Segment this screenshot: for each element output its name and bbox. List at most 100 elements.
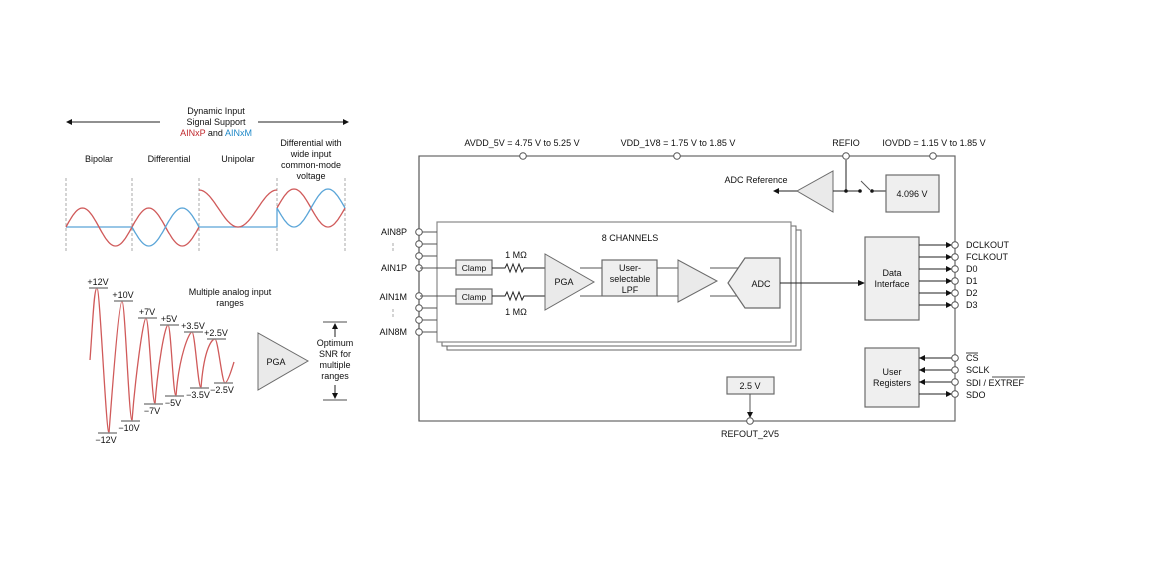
legend-ainxp: AINxP [180, 128, 206, 138]
adc-out-arrowhead-icon [858, 280, 865, 286]
data-output-pin[interactable] [951, 277, 959, 285]
iovdd-pin[interactable] [929, 152, 937, 160]
output-arrowhead-icon [946, 266, 952, 272]
output-arrowhead-icon [946, 302, 952, 308]
refout-voltage-label: 2.5 V [739, 381, 760, 391]
mode-bipolar: Bipolar [85, 154, 113, 164]
bipolar-ainxp [65, 207, 133, 247]
mode-differential: Differential [148, 154, 191, 164]
range-sine [89, 287, 235, 434]
clamp-p-label: Clamp [462, 263, 487, 273]
dynamic-input-panel: Dynamic Input Signal Support AINxP and A… [65, 106, 354, 445]
input-pin[interactable] [415, 316, 423, 324]
mode-diff-cm-line4: voltage [296, 171, 325, 181]
channels-label: 8 CHANNELS [602, 233, 659, 243]
output-arrowhead-icon [946, 254, 952, 260]
serial-arrowhead-icon [919, 367, 925, 373]
user-registers-line1: User [882, 367, 901, 377]
data-output-label: D0 [966, 264, 978, 274]
range-waveform: +12V−12V+10V−10V+7V−7V+5V−5V+3.5V−3.5V+2… [87, 277, 235, 445]
data-output-pin[interactable] [951, 265, 959, 273]
unipolar-ainxm [199, 208, 278, 228]
ref-switch [860, 180, 871, 191]
pga-triangle [544, 253, 596, 311]
input-pins [415, 156, 437, 421]
differential-ainxm [131, 207, 200, 247]
pga-label-left: PGA [266, 357, 285, 367]
input-pin[interactable] [415, 328, 423, 336]
sdo-label: SDO [966, 390, 986, 400]
serial-arrowhead-icon [919, 355, 925, 361]
output-arrowhead-icon [946, 242, 952, 248]
junction-dot [844, 189, 848, 193]
resistor-p [492, 262, 545, 274]
input-pin[interactable] [415, 304, 423, 312]
cs-label: CS [966, 353, 979, 363]
serial-pin[interactable] [951, 390, 959, 398]
mode-waveforms [65, 188, 346, 247]
vdd-pin[interactable] [673, 152, 681, 160]
refout-pin[interactable] [746, 417, 754, 425]
lpf-line1: User- [619, 263, 641, 273]
snr-line4: ranges [321, 371, 349, 381]
sdi-label: SDI / EXTREF [966, 378, 1025, 388]
range-neg-label: −12V [95, 435, 116, 445]
adc-reference-label: ADC Reference [724, 175, 787, 185]
ain1p-label: AIN1P [381, 263, 407, 273]
serial-pin[interactable] [951, 366, 959, 374]
right-arrowhead-icon [343, 119, 349, 125]
data-output-label: D1 [966, 276, 978, 286]
range-neg-label: −3.5V [186, 390, 210, 400]
diff-cm-ainxm [276, 188, 346, 228]
sclk-label: SCLK [966, 365, 990, 375]
snr-line1: Optimum [317, 338, 354, 348]
data-output-pin[interactable] [951, 253, 959, 261]
range-pos-label: +5V [161, 314, 177, 324]
reference-buffer [795, 170, 834, 213]
input-pin[interactable] [415, 240, 423, 248]
snr-line3: multiple [319, 360, 350, 370]
refio-label: REFIO [832, 138, 860, 148]
iovdd-label: IOVDD = 1.15 V to 1.85 V [882, 138, 985, 148]
serial-arrowhead-icon [946, 391, 952, 397]
range-pos-label: +7V [139, 307, 155, 317]
lpf-line2: selectable [610, 274, 651, 284]
extref-text: EXTREF [989, 378, 1025, 388]
data-output-label: FCLKOUT [966, 252, 1009, 262]
ref-voltage-label: 4.096 V [896, 189, 927, 199]
ref-4v096-box [885, 174, 940, 213]
resistor-p-label: 1 MΩ [505, 250, 527, 260]
data-output-pin[interactable] [951, 241, 959, 249]
input-pin[interactable] [415, 228, 423, 236]
unipolar-ainxp [198, 189, 278, 228]
ain1m-label: AIN1M [379, 292, 407, 302]
data-output-label: DCLKOUT [966, 240, 1010, 250]
serial-pin[interactable] [951, 378, 959, 386]
serial-interface [919, 354, 959, 398]
resistor-m [492, 290, 545, 302]
refio-pin[interactable] [842, 152, 850, 160]
serial-pin[interactable] [951, 354, 959, 362]
data-output-pin[interactable] [951, 301, 959, 309]
serial-arrowhead-icon [919, 379, 925, 385]
range-pos-label: +2.5V [204, 328, 228, 338]
input-pin[interactable] [415, 252, 423, 260]
down-arrowhead-icon [332, 393, 338, 399]
avdd-pin[interactable] [519, 152, 527, 160]
output-arrowhead-icon [946, 278, 952, 284]
adc-block [727, 257, 781, 309]
snr-line2: SNR for [319, 349, 351, 359]
range-neg-label: −2.5V [210, 385, 234, 395]
panel-title-line1: Dynamic Input [187, 106, 245, 116]
pga-triangle-left [257, 332, 310, 391]
mode-unipolar: Unipolar [221, 154, 255, 164]
avdd-label: AVDD_5V = 4.75 V to 5.25 V [464, 138, 579, 148]
adc-ref-arrowhead-icon [773, 188, 779, 194]
legend-and: and [205, 128, 225, 138]
legend-ainxm: AINxM [225, 128, 252, 138]
resistor-m-label: 1 MΩ [505, 307, 527, 317]
data-interface-box [864, 236, 920, 321]
data-output-pin[interactable] [951, 289, 959, 297]
range-neg-label: −5V [165, 398, 181, 408]
